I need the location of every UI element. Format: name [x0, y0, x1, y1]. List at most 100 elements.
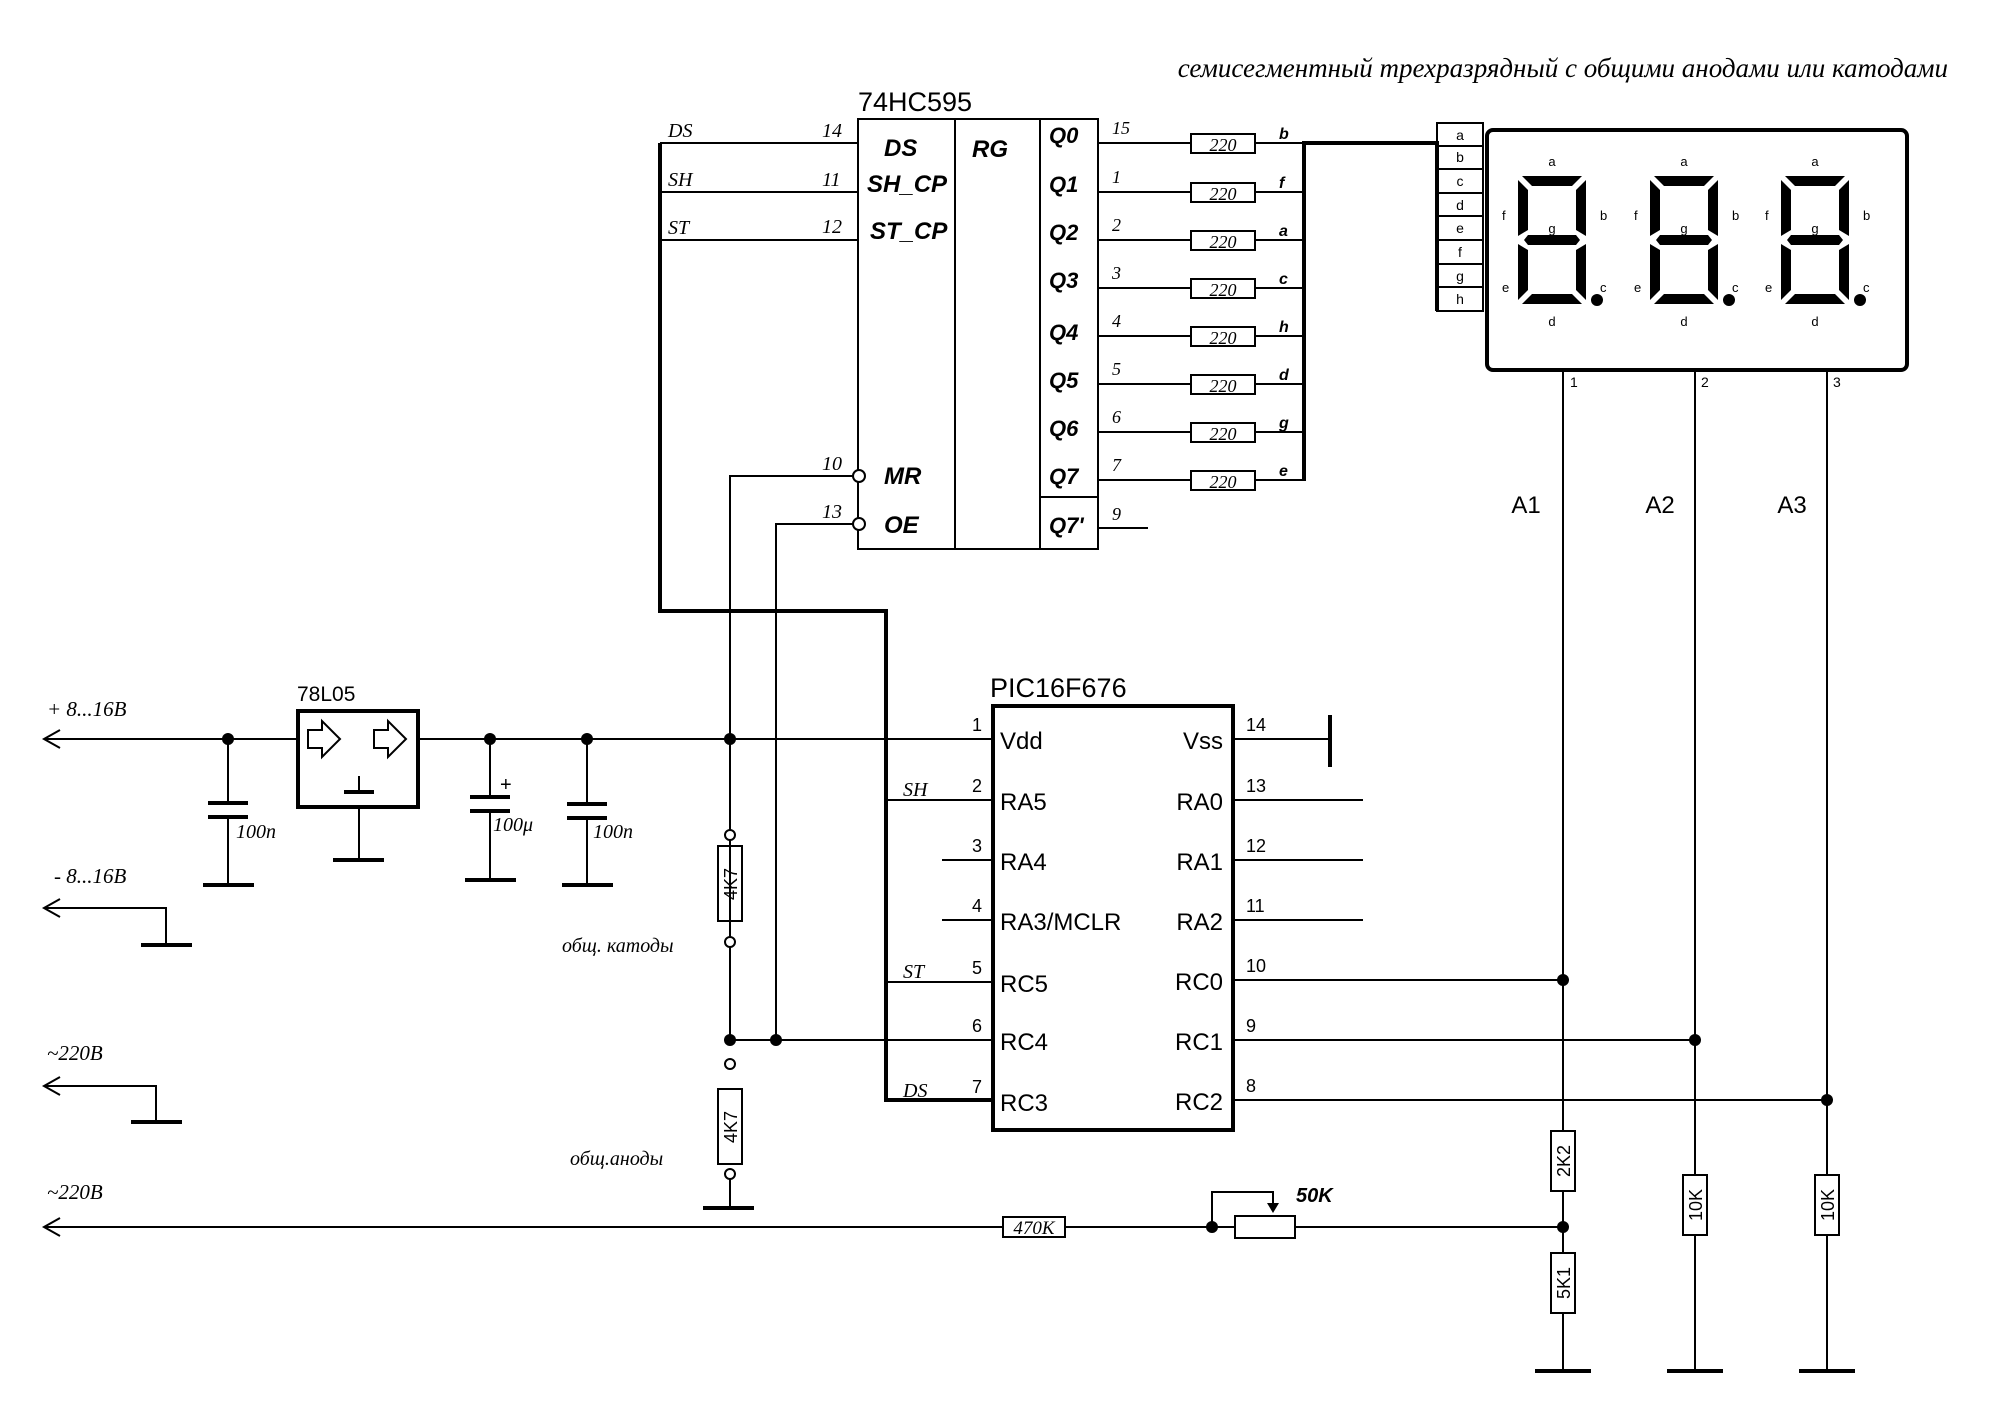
svg-text:- 8...16В: - 8...16В — [54, 864, 126, 888]
svg-text:7: 7 — [1112, 455, 1122, 475]
svg-text:12: 12 — [822, 216, 842, 238]
regulator-output-arrow-icon — [373, 718, 408, 760]
svg-text:DS: DS — [667, 120, 692, 142]
resistor-470k-value: 470K — [1013, 1218, 1056, 1239]
svg-text:c: c — [1457, 173, 1464, 189]
svg-text:SH: SH — [668, 169, 694, 191]
svg-text:b: b — [1279, 126, 1289, 143]
mcu-pin-ra4: 3 RA4 — [942, 836, 1047, 876]
svg-text:1: 1 — [1112, 167, 1121, 187]
mcu-pin-ra3-mclr: 4 RA3/MCLR — [942, 896, 1121, 936]
svg-text:b: b — [1863, 208, 1870, 223]
sr-output-q1: Q1 1 220 f — [1049, 167, 1302, 204]
capacitor-c2: + 100μ — [465, 739, 533, 882]
svg-text:d: d — [1680, 314, 1687, 329]
svg-text:e: e — [1279, 463, 1288, 480]
sr-output-q7s: Q7' 9 — [1049, 504, 1148, 538]
ac-label-1: ~220В — [47, 1041, 103, 1065]
seven-segment-display: a b c d e f g h a b c d e f g — [1436, 122, 1909, 519]
display-digit-2: a b c d e f g — [1634, 154, 1739, 329]
svg-text:220: 220 — [1210, 135, 1237, 155]
common-select-resistors: 4K7 общ. катоды 4K7 общ.аноды — [562, 829, 782, 1210]
svg-text:Q0: Q0 — [1049, 123, 1079, 148]
svg-text:RA3/MCLR: RA3/MCLR — [1000, 909, 1121, 936]
anode-label-a1: A1 — [1511, 492, 1540, 519]
svg-text:14: 14 — [1246, 715, 1266, 735]
svg-text:3: 3 — [1833, 374, 1841, 390]
svg-text:4: 4 — [1112, 311, 1121, 331]
mcu-pin-ra5: SH 2 RA5 — [886, 776, 1047, 816]
svg-text:Q7: Q7 — [1049, 464, 1080, 489]
mcu-pin-vss: 14 Vss — [1183, 715, 1332, 767]
digit-lines — [1562, 370, 1828, 1175]
svg-text:g: g — [1811, 221, 1818, 236]
mcu-pin-rc5: ST 5 RC5 — [886, 958, 1048, 998]
svg-text:10: 10 — [1246, 956, 1266, 976]
resistor-5k1-value: 5K1 — [1554, 1267, 1574, 1299]
svg-text:Q3: Q3 — [1049, 268, 1078, 293]
svg-text:RA0: RA0 — [1176, 789, 1223, 816]
svg-text:g: g — [1278, 415, 1289, 432]
svg-text:5: 5 — [972, 958, 982, 978]
svg-text:Vdd: Vdd — [1000, 728, 1043, 755]
svg-text:100n: 100n — [236, 821, 276, 843]
resistor-a2-value: 10K — [1686, 1189, 1706, 1221]
svg-text:220: 220 — [1210, 424, 1237, 444]
svg-text:Q2: Q2 — [1049, 220, 1079, 245]
svg-text:13: 13 — [1246, 776, 1266, 796]
anode-label-a2: A2 — [1645, 492, 1674, 519]
svg-text:b: b — [1456, 149, 1464, 165]
power-supply: + 8...16В 100n 78L05 — [41, 683, 736, 947]
svg-text:Q6: Q6 — [1049, 416, 1079, 441]
sr-output-q6: Q6 6 220 g — [1049, 407, 1302, 444]
sr-output-q3: Q3 3 220 c — [1049, 263, 1302, 300]
svg-text:e: e — [1456, 220, 1464, 236]
svg-text:1: 1 — [972, 715, 982, 735]
svg-text:d: d — [1456, 197, 1464, 213]
svg-text:SH_CP: SH_CP — [867, 171, 948, 198]
sr-output-q7: Q7 7 220 e — [1049, 455, 1302, 492]
ac-input: ~220В ~220В 470K 50K 2K2 5K1 10K — [41, 1041, 1855, 1373]
svg-text:12: 12 — [1246, 836, 1266, 856]
segment-bus — [1302, 141, 1439, 481]
svg-text:2: 2 — [1701, 374, 1709, 390]
svg-text:11: 11 — [1246, 896, 1265, 916]
svg-text:d: d — [1548, 314, 1555, 329]
svg-text:RA5: RA5 — [1000, 789, 1047, 816]
svg-text:d: d — [1279, 367, 1290, 384]
sr-output-q4: Q4 4 220 h — [1049, 311, 1302, 348]
sr-pin-mr: 10 MR — [729, 453, 922, 1038]
microcontroller: PIC16F676 1 Vdd SH 2 RA5 3 RA4 4 RA3/MCL… — [426, 673, 1833, 1132]
sr-pin-st-cp: ST 12 ST_CP — [660, 216, 948, 245]
svg-text:10: 10 — [822, 453, 842, 475]
svg-text:c: c — [1600, 280, 1607, 295]
svg-text:6: 6 — [972, 1016, 982, 1036]
svg-text:RA1: RA1 — [1176, 849, 1223, 876]
svg-text:2: 2 — [972, 776, 982, 796]
svg-text:50K: 50K — [1296, 1185, 1334, 1207]
capacitor-c3: 100n — [562, 739, 633, 887]
potentiometer: 50K — [1211, 1185, 1569, 1239]
svg-text:RC5: RC5 — [1000, 971, 1048, 998]
regulator-input-arrow-icon — [307, 718, 342, 760]
svg-text:Q4: Q4 — [1049, 320, 1078, 345]
shift-register-rg: RG — [972, 136, 1008, 163]
mcu-pin-rc0: 10 RC0 — [1175, 956, 1569, 996]
mcu-pin-rc3: DS 7 RC3 — [902, 1077, 1048, 1117]
svg-text:RA4: RA4 — [1000, 849, 1047, 876]
diagram-title: семисегментный трехразрядный с общими ан… — [1178, 53, 1948, 83]
svg-text:9: 9 — [1112, 504, 1121, 524]
svg-text:RC4: RC4 — [1000, 1029, 1048, 1056]
svg-text:b: b — [1732, 208, 1739, 223]
svg-text:1: 1 — [1570, 374, 1578, 390]
svg-text:c: c — [1279, 271, 1288, 288]
svg-text:e: e — [1634, 280, 1641, 295]
mcu-pin-ra0: 13 RA0 — [1176, 776, 1363, 816]
svg-text:8: 8 — [1246, 1076, 1256, 1096]
anode-label-a3: A3 — [1777, 492, 1806, 519]
svg-text:e: e — [1502, 280, 1509, 295]
resistor-a3-value: 10K — [1818, 1189, 1838, 1221]
svg-text:RC3: RC3 — [1000, 1090, 1048, 1117]
svg-text:c: c — [1732, 280, 1739, 295]
